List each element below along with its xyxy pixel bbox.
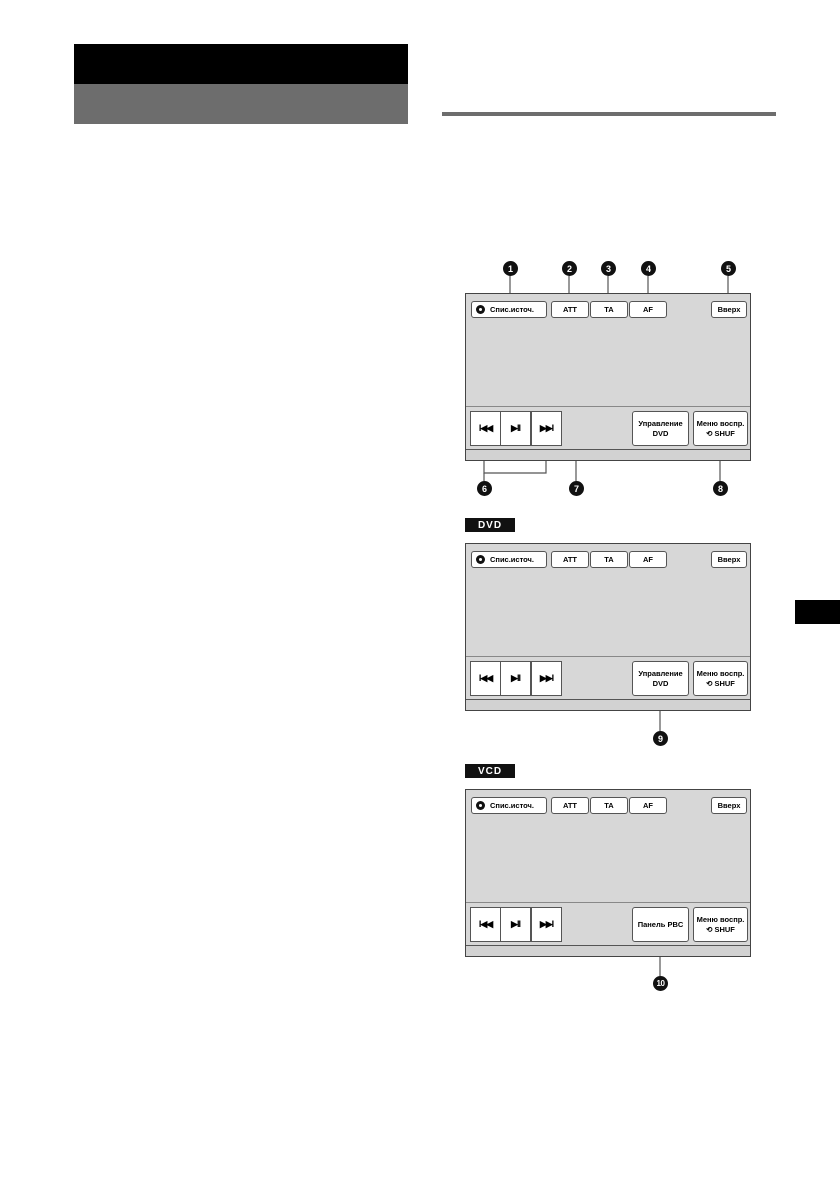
screen-general: Спис.источ. ATT TA AF Вверх I◀◀ ▶II ▶▶I …: [465, 293, 751, 461]
dvd-control-label-line2: DVD: [652, 428, 669, 438]
disc-icon: [476, 801, 485, 810]
af-button[interactable]: AF: [629, 797, 667, 814]
callout-7: 7: [569, 481, 584, 496]
play-menu-button[interactable]: Меню воспр. ⟲ SHUF: [693, 907, 748, 942]
dvd-control-label-line1: Управление: [638, 418, 683, 428]
af-button[interactable]: AF: [629, 551, 667, 568]
af-button[interactable]: AF: [629, 301, 667, 318]
att-button[interactable]: ATT: [551, 797, 589, 814]
callout-4: 4: [641, 261, 656, 276]
play-pause-button[interactable]: ▶II: [500, 661, 531, 696]
callout-5: 5: [721, 261, 736, 276]
dvd-control-button[interactable]: Управление DVD: [632, 661, 689, 696]
dvd-badge: DVD: [465, 518, 515, 532]
screen-dvd: Спис.источ. ATT TA AF Вверх I◀◀ ▶II ▶▶I …: [465, 543, 751, 711]
pbc-panel-button[interactable]: Панель PBC: [632, 907, 689, 942]
control-area: I◀◀ ▶II ▶▶I Управление DVD Меню воспр. ⟲…: [466, 406, 750, 452]
dvd-control-label-line2: DVD: [652, 678, 669, 688]
play-menu-label-line2: ⟲ SHUF: [706, 678, 735, 688]
transport-controls: I◀◀ ▶II ▶▶I: [470, 661, 562, 696]
callout-10: 10: [653, 976, 668, 991]
play-menu-label-line1: Меню воспр.: [696, 668, 745, 678]
status-strip: [466, 699, 750, 710]
callout-8: 8: [713, 481, 728, 496]
next-track-button[interactable]: ▶▶I: [531, 907, 562, 942]
ta-button[interactable]: TA: [590, 797, 628, 814]
source-list-button[interactable]: Спис.источ.: [471, 551, 547, 568]
source-list-label: Спис.источ.: [490, 304, 535, 314]
dvd-control-button[interactable]: Управление DVD: [632, 411, 689, 446]
screen-vcd: Спис.источ. ATT TA AF Вверх I◀◀ ▶II ▶▶I …: [465, 789, 751, 957]
transport-controls: I◀◀ ▶II ▶▶I: [470, 411, 562, 446]
next-track-button[interactable]: ▶▶I: [531, 661, 562, 696]
play-menu-label-line2: ⟲ SHUF: [706, 428, 735, 438]
disc-icon: [476, 555, 485, 564]
previous-track-button[interactable]: I◀◀: [470, 907, 501, 942]
previous-track-button[interactable]: I◀◀: [470, 661, 501, 696]
vcd-badge: VCD: [465, 764, 515, 778]
side-index-tab: [795, 600, 840, 624]
section-header-black-bar: [74, 44, 408, 84]
play-menu-label-line1: Меню воспр.: [696, 914, 745, 924]
up-button[interactable]: Вверх: [711, 301, 747, 318]
callout-6: 6: [477, 481, 492, 496]
control-area: I◀◀ ▶II ▶▶I Управление DVD Меню воспр. ⟲…: [466, 656, 750, 702]
source-list-label: Спис.источ.: [490, 554, 535, 564]
dvd-control-label-line1: Управление: [638, 668, 683, 678]
callout-9: 9: [653, 731, 668, 746]
up-button[interactable]: Вверх: [711, 551, 747, 568]
play-pause-button[interactable]: ▶II: [500, 411, 531, 446]
callout-3: 3: [601, 261, 616, 276]
transport-controls: I◀◀ ▶II ▶▶I: [470, 907, 562, 942]
play-menu-button[interactable]: Меню воспр. ⟲ SHUF: [693, 411, 748, 446]
section-rule: [442, 112, 776, 116]
up-button[interactable]: Вверх: [711, 797, 747, 814]
source-list-label: Спис.источ.: [490, 800, 535, 810]
ta-button[interactable]: TA: [590, 551, 628, 568]
source-list-button[interactable]: Спис.источ.: [471, 301, 547, 318]
control-area: I◀◀ ▶II ▶▶I Панель PBC Меню воспр. ⟲ SHU…: [466, 902, 750, 948]
att-button[interactable]: ATT: [551, 551, 589, 568]
ta-button[interactable]: TA: [590, 301, 628, 318]
section-header-gray-bar: [74, 84, 408, 124]
att-button[interactable]: ATT: [551, 301, 589, 318]
play-menu-label-line1: Меню воспр.: [696, 418, 745, 428]
status-strip: [466, 449, 750, 460]
next-track-button[interactable]: ▶▶I: [531, 411, 562, 446]
disc-icon: [476, 305, 485, 314]
previous-track-button[interactable]: I◀◀: [470, 411, 501, 446]
play-menu-button[interactable]: Меню воспр. ⟲ SHUF: [693, 661, 748, 696]
play-menu-label-line2: ⟲ SHUF: [706, 924, 735, 934]
callout-2: 2: [562, 261, 577, 276]
callout-1: 1: [503, 261, 518, 276]
play-pause-button[interactable]: ▶II: [500, 907, 531, 942]
source-list-button[interactable]: Спис.источ.: [471, 797, 547, 814]
status-strip: [466, 945, 750, 956]
